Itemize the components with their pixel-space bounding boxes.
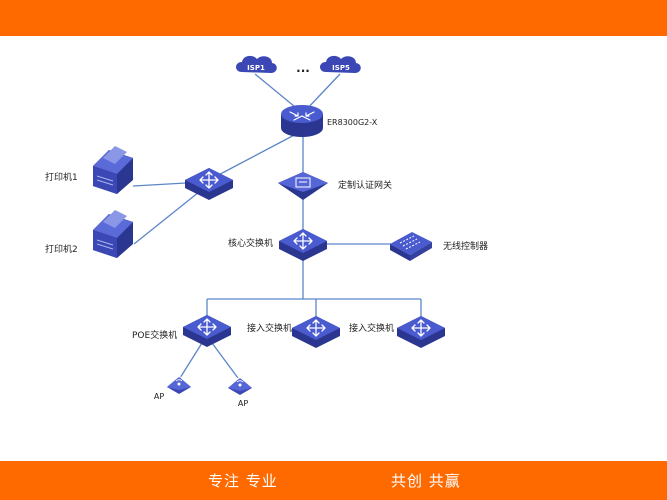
access-switch-1-label: 接入交换机 <box>247 322 292 334</box>
top-banner <box>0 0 667 36</box>
link-isp1-router <box>254 73 301 112</box>
printer-2-icon <box>92 209 134 259</box>
printer-1-icon <box>92 145 134 195</box>
poe-switch-icon <box>182 314 232 348</box>
link-isp5-router <box>304 73 341 112</box>
link-poe-ap2 <box>211 342 239 379</box>
core-switch-label: 核心交换机 <box>228 237 273 249</box>
footer-slogan-left: 专注 专业 <box>208 472 278 490</box>
poe-switch-label: POE交换机 <box>132 329 177 341</box>
network-diagram: ISP1 ... ISP5 ER8300G2-X 打印机1 打印机2 定制认证网… <box>45 55 488 408</box>
ap-1-label: AP <box>154 392 164 401</box>
isp-ellipsis: ... <box>296 61 310 75</box>
isp5-label: ISP5 <box>332 64 350 72</box>
printer-2-label: 打印机2 <box>45 243 78 255</box>
printer-1-label: 打印机1 <box>45 171 78 183</box>
access-switch-2-icon <box>396 315 446 349</box>
isp1-cloud: ISP1 <box>236 55 277 73</box>
link-router-printer-switch <box>208 131 301 181</box>
access-switch-2-label: 接入交换机 <box>349 322 394 334</box>
wireless-controller-label: 无线控制器 <box>443 240 488 252</box>
footer-banner <box>0 461 667 500</box>
link-printer2-switch <box>133 187 205 245</box>
access-switch-1-icon <box>291 315 341 349</box>
router-label: ER8300G2-X <box>327 118 378 127</box>
router-icon <box>281 105 323 137</box>
link-printer1-switch <box>132 182 187 187</box>
printer-switch-icon <box>184 167 234 201</box>
ap-1-icon <box>166 376 192 395</box>
ap-2-icon <box>227 377 253 396</box>
core-switch-icon <box>278 228 328 262</box>
gateway-icon <box>278 172 328 200</box>
footer-slogan-right: 共创 共赢 <box>391 472 461 490</box>
wireless-controller-icon <box>390 232 432 261</box>
ap-2-label: AP <box>238 399 248 408</box>
link-poe-ap1 <box>179 342 203 379</box>
isp1-label: ISP1 <box>247 64 265 72</box>
gateway-label: 定制认证网关 <box>338 179 392 191</box>
isp5-cloud: ISP5 <box>320 55 361 73</box>
